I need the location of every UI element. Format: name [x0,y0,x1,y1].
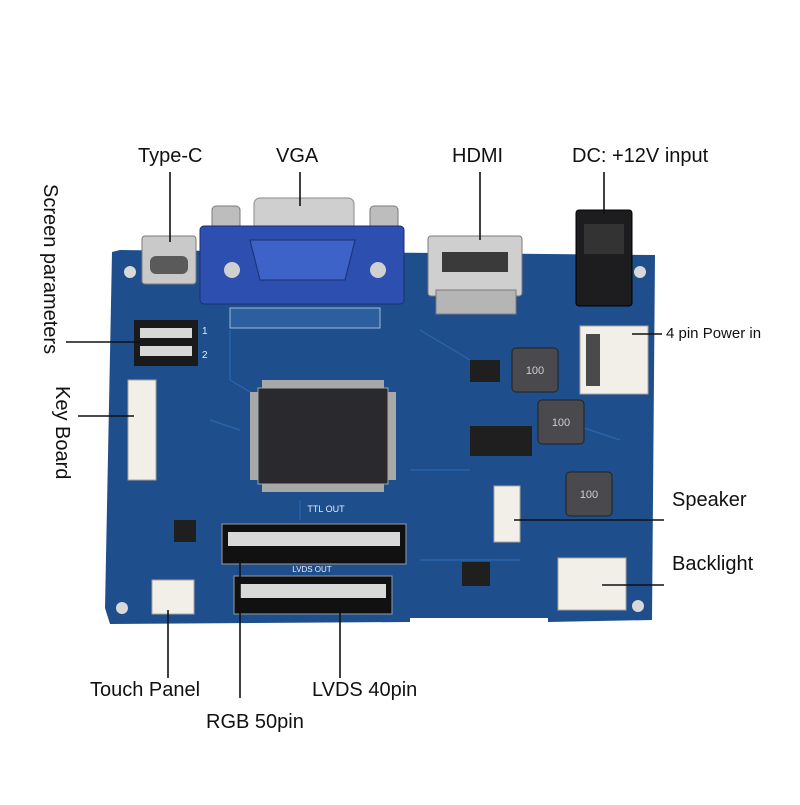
touch-panel-connector [151,579,195,615]
key-board-connector [127,379,157,481]
label-lvds: LVDS 40pin [312,679,418,701]
mounting-hole [634,266,646,278]
label-dc-input: DC: +12V input [572,145,709,167]
label-backlight: Backlight [672,553,754,575]
label-hdmi: HDMI [452,145,504,167]
screen-parameter-switch [134,320,198,366]
label-type-c: Type-C [138,145,203,167]
leader-lines [66,172,664,698]
label-speaker: Speaker [672,489,747,511]
mounting-hole [124,266,136,278]
vga-pin-header [229,307,381,329]
label-power-in: 4 pin Power in [666,325,762,342]
small-ic [462,562,490,586]
switch-number-2: 2 [202,350,208,361]
regulator-ic [470,426,532,456]
label-rgb: RGB 50pin [206,711,304,733]
lvds-out-silkscreen: LVDS OUT [292,565,332,574]
mounting-hole [116,602,128,614]
inductor [537,399,585,445]
inductor [511,347,559,393]
inductor-marking: 100 [552,417,570,429]
inductor [565,471,613,517]
pcb-traces [209,329,621,561]
label-key-board: Key Board [51,386,73,480]
mounting-hole [632,600,644,612]
switch-number-1: 1 [202,326,208,337]
label-touch-panel: Touch Panel [90,679,201,701]
main-chip [257,387,389,485]
transistor [470,360,500,382]
small-ic [174,520,196,542]
label-screen-parameters: Screen parameters [39,184,61,355]
inductor-marking: 100 [526,365,544,377]
speaker-connector [493,485,521,543]
inductor-marking: 100 [580,489,598,501]
label-vga: VGA [276,145,319,167]
ttl-out-silkscreen: TTL OUT [307,504,345,514]
backlight-connector [557,557,627,611]
